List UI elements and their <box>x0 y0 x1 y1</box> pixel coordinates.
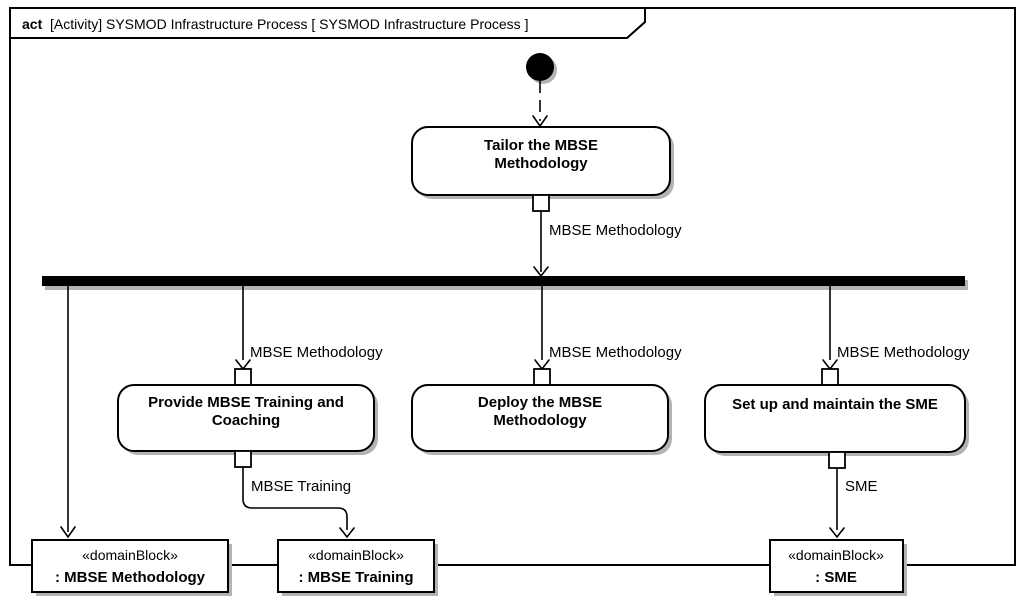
action-provide-label-line1: Provide MBSE Training and <box>148 394 344 411</box>
action-tailor-label-line1: Tailor the MBSE <box>484 137 598 154</box>
object-node-sme-name: : SME <box>815 569 857 586</box>
input-pin-setup-label: MBSE Methodology <box>837 344 970 361</box>
object-node-mbse-training[interactable] <box>277 539 435 593</box>
output-pin-provide-label: MBSE Training <box>251 478 351 495</box>
object-node-sme[interactable] <box>769 539 904 593</box>
arrowhead-icon <box>829 527 845 539</box>
input-pin-provide-label: MBSE Methodology <box>250 344 383 361</box>
object-node-methodology-stereotype: «domainBlock» <box>82 547 178 563</box>
action-provide-label-line2: Coaching <box>212 412 280 429</box>
output-pin-setup[interactable] <box>828 451 846 469</box>
arrowhead-icon <box>60 526 76 539</box>
output-pin-tailor[interactable] <box>532 194 550 212</box>
action-deploy-label-line1: Deploy the MBSE <box>478 394 602 411</box>
object-node-training-name: : MBSE Training <box>298 569 413 586</box>
object-node-mbse-methodology[interactable] <box>31 539 229 593</box>
fork-node[interactable] <box>42 276 965 286</box>
arrowhead-icon <box>339 527 355 539</box>
action-setup-label: Set up and maintain the SME <box>732 396 938 413</box>
input-pin-deploy-label: MBSE Methodology <box>549 344 682 361</box>
output-pin-setup-label: SME <box>845 478 878 495</box>
object-flow-provide-to-training-block[interactable] <box>242 467 348 530</box>
object-node-methodology-name: : MBSE Methodology <box>55 569 206 586</box>
frame-keyword: act <box>22 16 43 32</box>
frame-title: [Activity] SYSMOD Infrastructure Process… <box>50 16 528 32</box>
input-pin-setup[interactable] <box>821 368 839 386</box>
output-pin-tailor-label: MBSE Methodology <box>549 222 682 239</box>
object-node-sme-stereotype: «domainBlock» <box>788 547 884 563</box>
action-tailor-label-line2: Methodology <box>494 155 588 172</box>
initial-node[interactable] <box>526 53 554 81</box>
object-node-training-stereotype: «domainBlock» <box>308 547 404 563</box>
frame-title-tab <box>9 7 646 39</box>
output-pin-provide[interactable] <box>234 450 252 468</box>
input-pin-deploy[interactable] <box>533 368 551 386</box>
action-deploy[interactable] <box>411 384 669 452</box>
input-pin-provide[interactable] <box>234 368 252 386</box>
action-deploy-label-line2: Methodology <box>493 412 587 429</box>
